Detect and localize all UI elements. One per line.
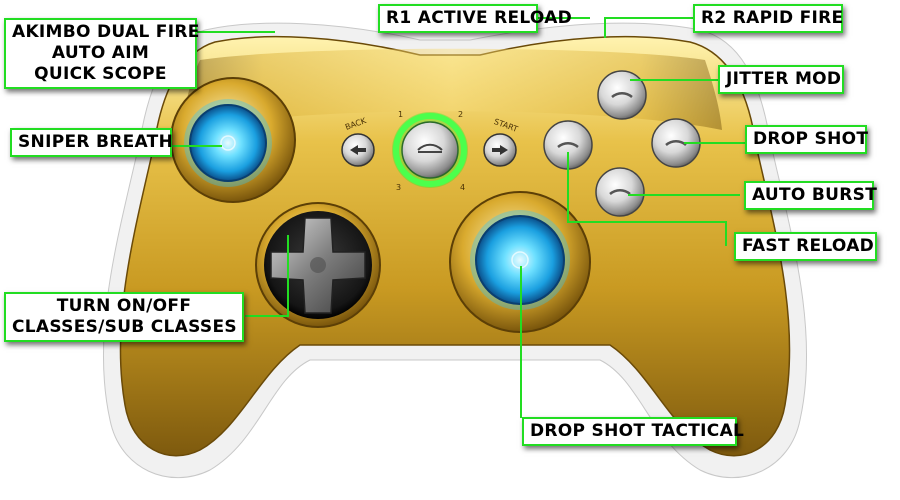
- guide-ring: [393, 113, 467, 187]
- callout-dpad: TURN ON/OFF CLASSES/SUB CLASSES: [4, 292, 244, 342]
- callout-right-stick-text: DROP SHOT TACTICAL: [530, 421, 745, 441]
- callout-x-button: FAST RELOAD: [734, 232, 877, 261]
- callout-left-trigger-line-3: QUICK SCOPE: [34, 64, 167, 84]
- player-indicator-2: 2: [458, 110, 463, 119]
- callout-right-trigger: R2 RAPID FIRE: [693, 4, 843, 33]
- guide-button[interactable]: [401, 121, 459, 179]
- callout-left-trigger: AKIMBO DUAL FIRE AUTO AIM QUICK SCOPE: [4, 18, 200, 89]
- leader-x: [567, 152, 727, 246]
- callout-right-shoulder: R1 ACTIVE RELOAD: [378, 4, 573, 33]
- dpad-center: [310, 257, 326, 273]
- callout-dpad-line-1: TURN ON/OFF: [56, 296, 192, 316]
- back-arrow-icon: [350, 145, 366, 155]
- a-button-mark: [609, 189, 631, 196]
- callout-left-stick-text: SNIPER BREATH: [18, 132, 174, 152]
- left-stick-cap[interactable]: [189, 104, 267, 182]
- callout-leader-lines: [170, 17, 745, 418]
- leader-r2: [604, 17, 693, 38]
- callout-y-button: JITTER MOD: [718, 65, 844, 94]
- player-indicator-3: 3: [396, 183, 401, 192]
- shell-highlight: [182, 48, 722, 130]
- start-arrow-icon: [492, 145, 508, 155]
- left-stick-dimple: [220, 135, 236, 151]
- callout-b-button: DROP SHOT: [745, 125, 869, 154]
- y-button-mark: [611, 92, 633, 99]
- callout-a-button-text: AUTO BURST: [752, 185, 878, 205]
- x-button-mark: [557, 142, 579, 149]
- callout-x-button-text: FAST RELOAD: [742, 236, 875, 256]
- callout-right-stick: DROP SHOT TACTICAL: [522, 417, 745, 446]
- player-indicator-1: 1: [398, 110, 403, 119]
- a-button[interactable]: [595, 167, 645, 217]
- callout-y-button-text: JITTER MOD: [726, 69, 842, 89]
- callout-right-trigger-text: R2 RAPID FIRE: [701, 8, 844, 28]
- player-indicator-4: 4: [460, 183, 465, 192]
- y-button[interactable]: [597, 70, 647, 120]
- guide-logo-icon: [417, 143, 443, 153]
- callout-a-button: AUTO BURST: [744, 181, 878, 210]
- callout-right-shoulder-text: R1 ACTIVE RELOAD: [386, 8, 573, 28]
- callout-left-trigger-line-2: AUTO AIM: [51, 43, 150, 63]
- callout-left-stick: SNIPER BREATH: [10, 128, 174, 157]
- callout-left-trigger-line-1: AKIMBO DUAL FIRE: [12, 22, 200, 42]
- leader-dpad: [245, 235, 289, 317]
- callout-b-button-text: DROP SHOT: [753, 129, 869, 149]
- callout-dpad-line-2: CLASSES/SUB CLASSES: [12, 317, 237, 337]
